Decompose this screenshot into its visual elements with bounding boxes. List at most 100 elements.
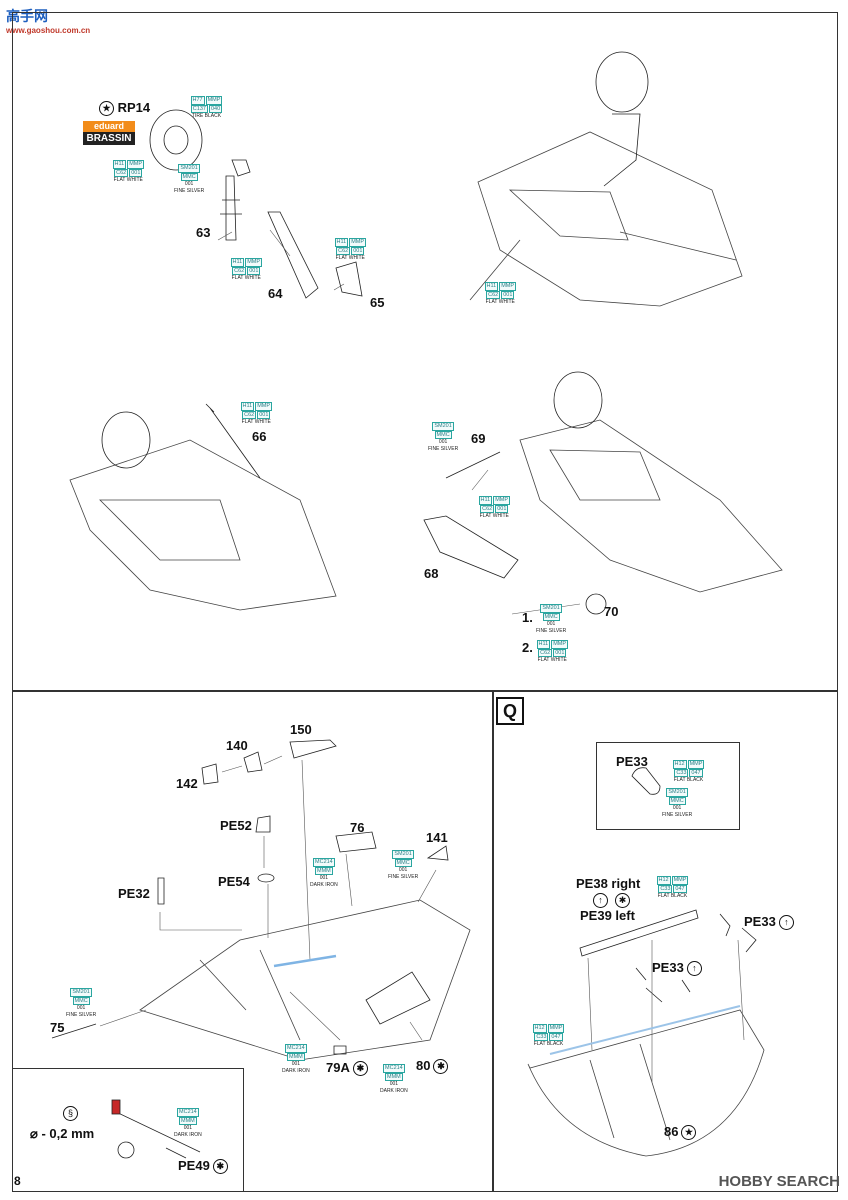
drill-text: ⌀ - 0,2 mm <box>30 1126 95 1141</box>
fuselage-mid-left <box>69 439 337 611</box>
drill-label: ⌀ - 0,2 mm <box>30 1126 94 1142</box>
part-80-drawing <box>365 971 431 1025</box>
brassin-bottom: BRASSIN <box>83 132 135 145</box>
label-pe32: PE32 <box>118 886 150 901</box>
part-142-drawing <box>201 763 219 785</box>
brassin-logo: eduard BRASSIN <box>83 121 135 145</box>
nose-drawing <box>139 899 471 1061</box>
paint-fine-silver-1: SM201 MMC 001 FINE SILVER <box>174 164 205 194</box>
label-pe49: PE49✱ <box>178 1158 228 1175</box>
red-part-drawing <box>111 1099 121 1115</box>
bend-icon: ↑ <box>686 961 702 977</box>
canopy-drawing <box>527 1009 765 1157</box>
section-label: Q <box>496 697 524 725</box>
label-63: 63 <box>196 225 211 240</box>
label-pe33-mid: PE33↑ <box>652 960 702 977</box>
label-option-1: 1. <box>522 610 533 625</box>
bend-icon: ↑ <box>778 915 794 931</box>
part-pe52-drawing <box>255 815 271 833</box>
label-64: 64 <box>268 286 283 301</box>
wheel-drawing <box>149 109 203 171</box>
label-pe33-right: PE33↑ <box>744 914 794 931</box>
label-pe33-mid-text: PE33 <box>652 960 684 975</box>
label-80-text: 80 <box>416 1058 431 1073</box>
label-pe54: PE54 <box>218 874 250 889</box>
label-150: 150 <box>290 722 312 737</box>
label-86: 86★ <box>664 1124 697 1141</box>
glue-icon: ✱ <box>212 1159 228 1175</box>
part-79a-drawing <box>333 1045 347 1055</box>
part-69-drawing <box>445 451 501 479</box>
label-rp14-text: RP14 <box>117 100 151 115</box>
label-86-text: 86 <box>664 1124 679 1139</box>
part-65-drawing <box>335 261 363 297</box>
part-70-drawing <box>585 593 607 615</box>
part-141-drawing <box>426 845 449 861</box>
label-79a-text: 79A <box>326 1060 350 1075</box>
paint-fine-silver-2: SM201 MMC 001 FINE SILVER <box>428 422 459 452</box>
label-75: 75 <box>50 1020 65 1035</box>
drill-icon: § <box>63 1106 78 1121</box>
paint-dark-iron-4: MC214 MMM 001 DARK IRON <box>174 1108 202 1138</box>
page-number: 8 <box>14 1174 21 1188</box>
label-option-2: 2. <box>522 640 533 655</box>
label-79a: 79A✱ <box>326 1060 368 1077</box>
label-142: 142 <box>176 776 198 791</box>
label-pe33-right-text: PE33 <box>744 914 776 929</box>
bottom-left-panel <box>12 690 494 1192</box>
label-66: 66 <box>252 429 267 444</box>
watermark-url: www.gaoshou.com.cn <box>6 26 91 35</box>
label-140: 140 <box>226 738 248 753</box>
paint-dark-iron-3: MC214 MMM 001 DARK IRON <box>380 1064 408 1094</box>
fuselage-top-right <box>469 131 743 307</box>
pe49-drawing <box>111 1109 201 1159</box>
label-65: 65 <box>370 295 385 310</box>
label-pe49-text: PE49 <box>178 1158 210 1173</box>
part-76-drawing <box>335 831 377 853</box>
label-69: 69 <box>471 431 486 446</box>
label-pe38: PE38 right <box>576 876 641 891</box>
label-pe52: PE52 <box>220 818 252 833</box>
glue-icon: ✱ <box>615 893 630 908</box>
label-68: 68 <box>424 566 439 581</box>
paint-fine-silver-4: SM201 MMC 001 FINE SILVER <box>66 988 97 1018</box>
glue-icon: ✱ <box>433 1059 449 1075</box>
pe38-strip-drawing <box>579 909 699 957</box>
part-150-drawing <box>289 739 337 759</box>
paint-dark-iron-2: MC214 MMM 001 DARK IRON <box>282 1044 310 1074</box>
label-141: 141 <box>426 830 448 845</box>
paint-dark-iron-1: MC214 MMM 001 DARK IRON <box>310 858 338 888</box>
strut-63-drawing <box>220 159 251 241</box>
fuselage-mid-right <box>519 419 783 593</box>
part-140-drawing <box>243 751 263 773</box>
pe33-box <box>596 742 740 830</box>
bottom-right-panel <box>492 690 838 1192</box>
paint-fine-silver-5: SM201 MMC 001 FINE SILVER <box>662 788 693 818</box>
label-pe39: PE39 left <box>580 908 635 923</box>
top-panel <box>12 12 838 692</box>
label-76: 76 <box>350 820 365 835</box>
label-80: 80✱ <box>416 1058 449 1075</box>
part-75-drawing <box>51 1023 97 1039</box>
resin-icon: ★ <box>681 1125 697 1141</box>
label-rp14: ★ RP14 <box>96 100 151 117</box>
inset-panel <box>12 1068 244 1192</box>
part-68-drawing <box>423 515 519 579</box>
glue-icon: ✱ <box>352 1061 368 1077</box>
watermark-hobbysearch: HOBBY SEARCH <box>718 1173 840 1190</box>
part-pe54-drawing <box>257 873 275 883</box>
paint-fine-silver-3: SM201 MMC 001 FINE SILVER <box>388 850 419 880</box>
resin-icon: ★ <box>99 101 114 117</box>
